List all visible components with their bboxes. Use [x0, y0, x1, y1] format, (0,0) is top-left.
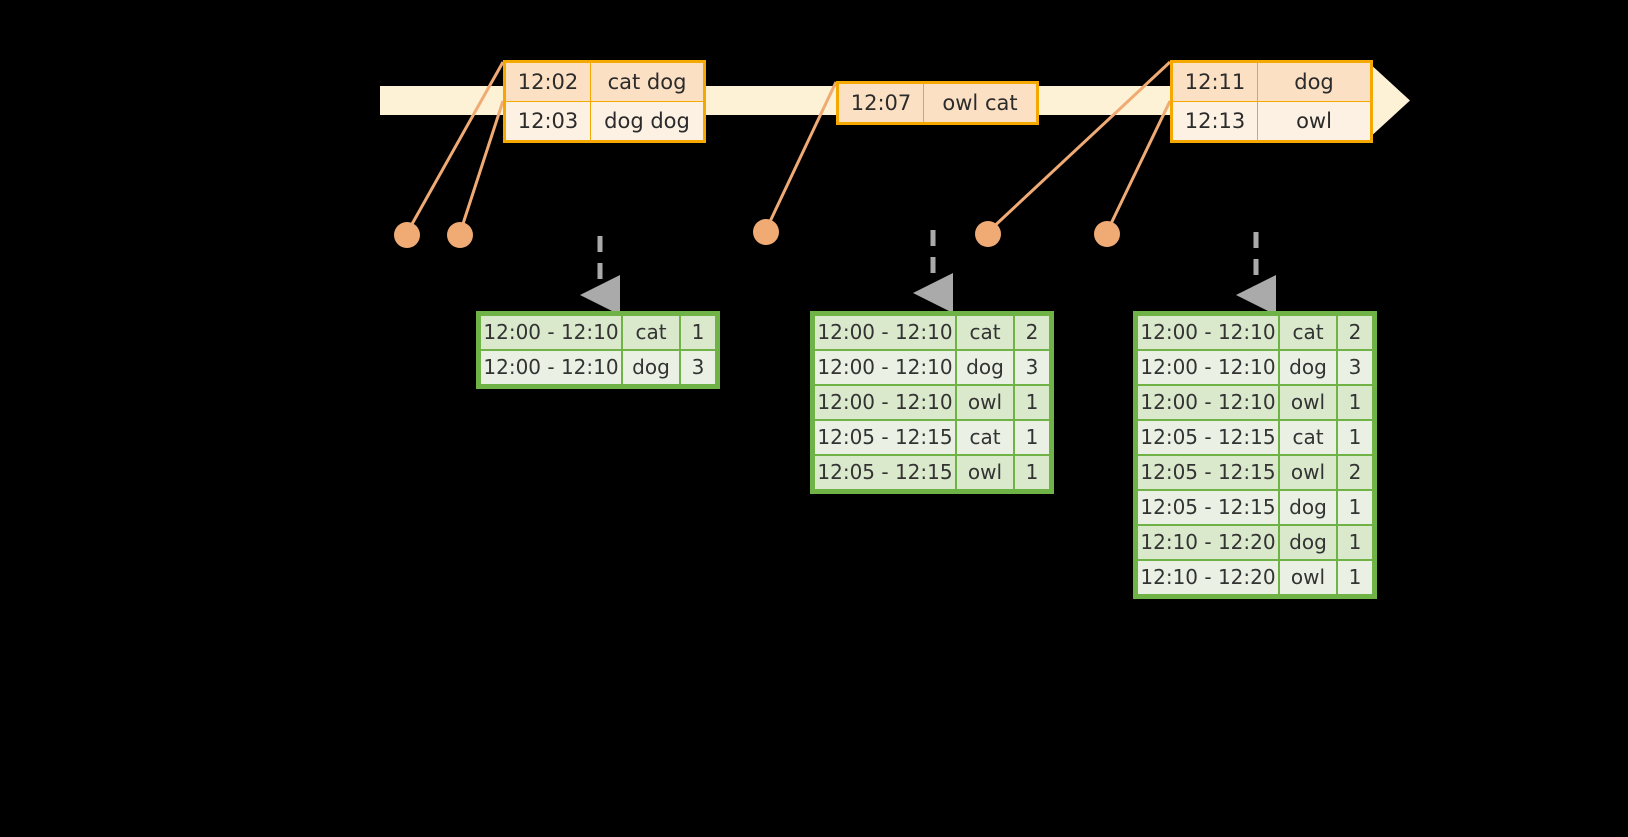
count-cell: 1 — [1338, 386, 1372, 419]
window-cell: 12:05 - 12:15 — [815, 456, 955, 489]
event-words: owl — [1257, 101, 1372, 142]
event-words: dog dog — [590, 101, 705, 142]
key-cell: cat — [957, 316, 1013, 349]
event-row: 12:13 owl — [1171, 101, 1372, 142]
key-cell: owl — [1280, 456, 1336, 489]
key-cell: cat — [623, 316, 679, 349]
window-cell: 12:00 - 12:10 — [481, 316, 621, 349]
connector-dot-5 — [1094, 221, 1120, 247]
count-cell: 1 — [681, 316, 715, 349]
window-cell: 12:05 - 12:15 — [1138, 456, 1278, 489]
dashed-arrows — [580, 230, 1276, 315]
connector-dots — [394, 219, 1120, 248]
event-row: 12:07 owl cat — [837, 82, 1038, 124]
window-cell: 12:00 - 12:10 — [1138, 316, 1278, 349]
event-time: 12:03 — [504, 101, 591, 142]
count-cell: 1 — [1338, 526, 1372, 559]
window-cell: 12:10 - 12:20 — [1138, 561, 1278, 594]
window-cell: 12:00 - 12:10 — [1138, 386, 1278, 419]
connector-dot-3 — [753, 219, 779, 245]
connector-lines — [405, 60, 1172, 234]
window-cell: 12:05 - 12:15 — [815, 421, 955, 454]
count-cell: 3 — [681, 351, 715, 384]
event-group-3: 12:11 dog 12:13 owl — [1170, 60, 1373, 143]
key-cell: dog — [1280, 491, 1336, 524]
window-cell: 12:05 - 12:15 — [1138, 421, 1278, 454]
window-cell: 12:00 - 12:10 — [1138, 351, 1278, 384]
window-cell: 12:00 - 12:10 — [481, 351, 621, 384]
event-words: owl cat — [923, 82, 1038, 124]
connector-dot-1 — [394, 222, 420, 248]
key-cell: dog — [1280, 526, 1336, 559]
event-time: 12:11 — [1171, 61, 1258, 102]
connector-line-3 — [764, 81, 838, 231]
count-cell: 1 — [1015, 386, 1049, 419]
count-cell: 3 — [1338, 351, 1372, 384]
connector-line-2 — [458, 100, 505, 234]
count-cell: 1 — [1338, 421, 1372, 454]
event-time: 12:07 — [837, 82, 924, 124]
key-cell: dog — [623, 351, 679, 384]
window-cell: 12:05 - 12:15 — [1138, 491, 1278, 524]
connector-line-5 — [1105, 100, 1172, 233]
count-cell: 2 — [1338, 456, 1372, 489]
event-group-2: 12:07 owl cat — [836, 81, 1039, 125]
window-cell: 12:00 - 12:10 — [815, 316, 955, 349]
window-cell: 12:10 - 12:20 — [1138, 526, 1278, 559]
count-cell: 2 — [1338, 316, 1372, 349]
connector-dot-2 — [447, 222, 473, 248]
event-row: 12:02 cat dog — [504, 61, 705, 102]
event-words: dog — [1257, 61, 1372, 102]
key-cell: dog — [1280, 351, 1336, 384]
key-cell: owl — [1280, 561, 1336, 594]
count-cell: 1 — [1015, 456, 1049, 489]
count-cell: 1 — [1338, 491, 1372, 524]
event-row: 12:11 dog — [1171, 61, 1372, 102]
window-cell: 12:00 - 12:10 — [815, 386, 955, 419]
event-group-1: 12:02 cat dog 12:03 dog dog — [503, 60, 706, 143]
key-cell: dog — [957, 351, 1013, 384]
event-words: cat dog — [590, 61, 705, 102]
event-row: 12:03 dog dog — [504, 101, 705, 142]
key-cell: cat — [957, 421, 1013, 454]
count-cell: 1 — [1015, 421, 1049, 454]
key-cell: owl — [1280, 386, 1336, 419]
window-cell: 12:00 - 12:10 — [815, 351, 955, 384]
count-cell: 1 — [1338, 561, 1372, 594]
count-cell: 3 — [1015, 351, 1049, 384]
connector-line-1 — [405, 61, 505, 234]
key-cell: owl — [957, 456, 1013, 489]
event-time: 12:02 — [504, 61, 591, 102]
count-cell: 2 — [1015, 316, 1049, 349]
key-cell: owl — [957, 386, 1013, 419]
connector-dot-4 — [975, 221, 1001, 247]
event-time: 12:13 — [1171, 101, 1258, 142]
connector-line-4 — [986, 60, 1172, 234]
key-cell: cat — [1280, 316, 1336, 349]
key-cell: cat — [1280, 421, 1336, 454]
